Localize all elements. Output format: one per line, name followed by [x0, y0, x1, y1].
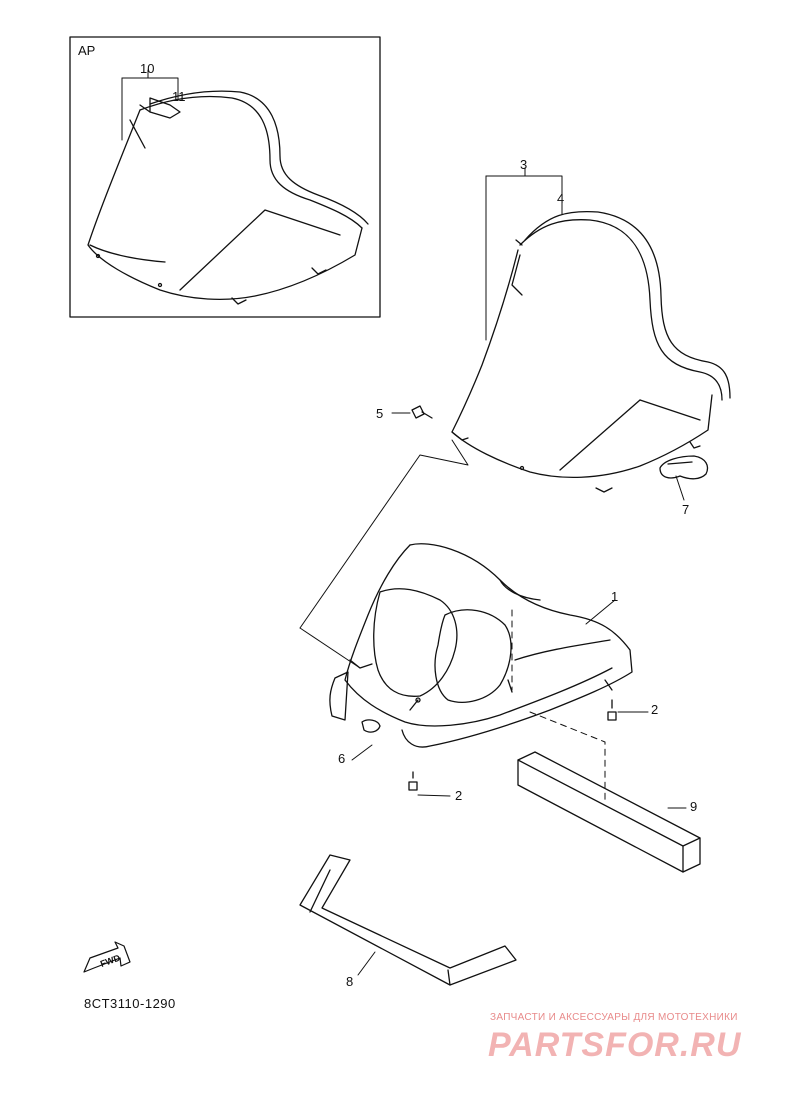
callout-3: 3: [520, 157, 528, 172]
screw-2-bottom: [408, 771, 418, 791]
callout-2-bottom: 2: [455, 788, 463, 803]
watermark-brand: PARTSFOR.RU: [488, 1026, 742, 1064]
callout-7: 7: [682, 502, 690, 517]
callout-5: 5: [376, 406, 384, 421]
callout-9: 9: [690, 799, 698, 814]
callout-2-right: 2: [651, 702, 659, 717]
knob-7: [659, 455, 709, 480]
callout-6: 6: [338, 751, 346, 766]
cowling: [344, 543, 633, 748]
inset-label: AP: [78, 43, 96, 58]
callout-10: 10: [140, 61, 155, 76]
bent-strip-8: [299, 854, 517, 986]
bolt-5: [411, 405, 433, 419]
screw-6: [361, 719, 381, 733]
callout-4: 4: [557, 191, 565, 206]
diagram-code: 8CT3110-1290: [84, 996, 176, 1011]
screw-2-right: [607, 699, 617, 721]
main-windshield: [451, 210, 731, 493]
callout-11: 11: [172, 89, 186, 104]
inset-frame: [69, 36, 381, 318]
watermark-tagline: ЗАПЧАСТИ И АКСЕССУАРЫ ДЛЯ МОТОТЕХНИКИ: [490, 1012, 738, 1023]
inset-windshield: [87, 90, 369, 305]
side-bracket: [329, 671, 349, 721]
callout-1: 1: [611, 589, 619, 604]
leader-lines: [121, 69, 687, 976]
assembly-outline: [299, 439, 606, 801]
fwd-arrow: [83, 941, 131, 973]
callout-8: 8: [346, 974, 354, 989]
foam-block-9: [517, 751, 701, 873]
